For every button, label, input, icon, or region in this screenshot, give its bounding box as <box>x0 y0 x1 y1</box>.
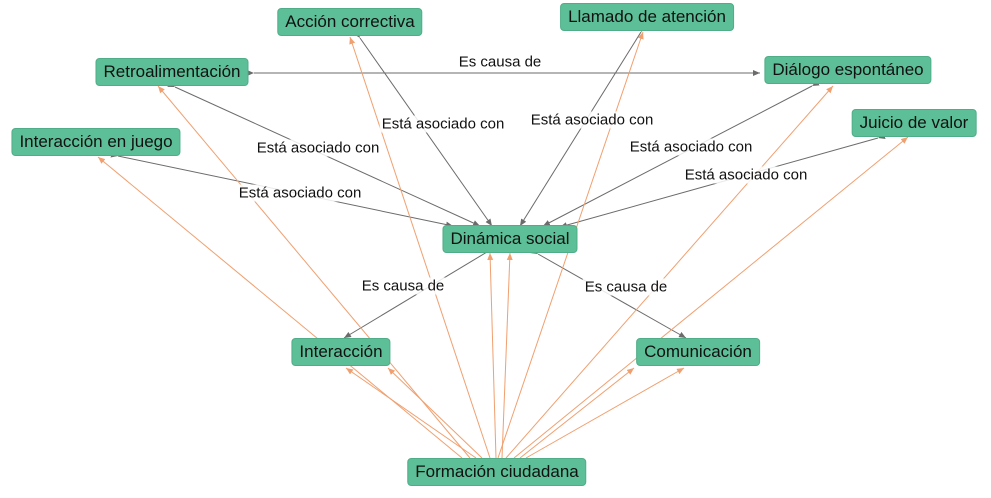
edge-label-llamado-dinamica: Está asociado con <box>528 111 656 129</box>
edge-formacion-dinamica <box>487 252 500 466</box>
edge-retro-dinamica <box>167 81 481 227</box>
edge-label-dialogo-dinamica: Está asociado con <box>627 138 755 156</box>
edge-dinamica-interaccion <box>343 245 495 339</box>
node-interaccion-en-juego[interactable]: Interacción en juego <box>11 128 181 156</box>
node-dialogo-espontaneo[interactable]: Diálogo espontáneo <box>764 56 932 84</box>
edge-formacion-juego <box>97 156 470 465</box>
node-llamado-de-atencion[interactable]: Llamado de atención <box>560 3 734 31</box>
node-retroalimentacion[interactable]: Retroalimentación <box>95 58 249 86</box>
node-formacion-ciudadana[interactable]: Formación ciudadana <box>407 458 587 486</box>
edge-label-dinamica-comunicacion: Es causa de <box>582 278 670 296</box>
edge-label-accion-dinamica: Está asociado con <box>379 115 507 133</box>
node-comunicacion[interactable]: Comunicación <box>636 338 760 366</box>
edge-label-dinamica-interaccion: Es causa de <box>359 277 447 295</box>
node-dinamica-social[interactable]: Dinámica social <box>442 225 578 253</box>
edge-label-juicio-dinamica: Está asociado con <box>682 166 810 184</box>
edge-formacion-interaccion <box>345 367 484 465</box>
edge-label-juego-dinamica: Está asociado con <box>236 184 364 202</box>
node-accion-correctiva[interactable]: Acción correctiva <box>277 8 423 36</box>
edge-label-retro-dialogo: Es causa de <box>456 53 544 71</box>
edge-formacion-comunicacion-2 <box>518 367 685 465</box>
edge-formacion-comunicacion <box>512 367 635 465</box>
node-juicio-de-valor[interactable]: Juicio de valor <box>851 109 977 137</box>
edge-formacion-interaccion-2 <box>387 367 490 466</box>
edge-label-retro-dinamica: Está asociado con <box>254 139 382 157</box>
edge-dinamica-comunicacion <box>530 247 687 339</box>
node-interaccion[interactable]: Interacción <box>291 338 391 366</box>
